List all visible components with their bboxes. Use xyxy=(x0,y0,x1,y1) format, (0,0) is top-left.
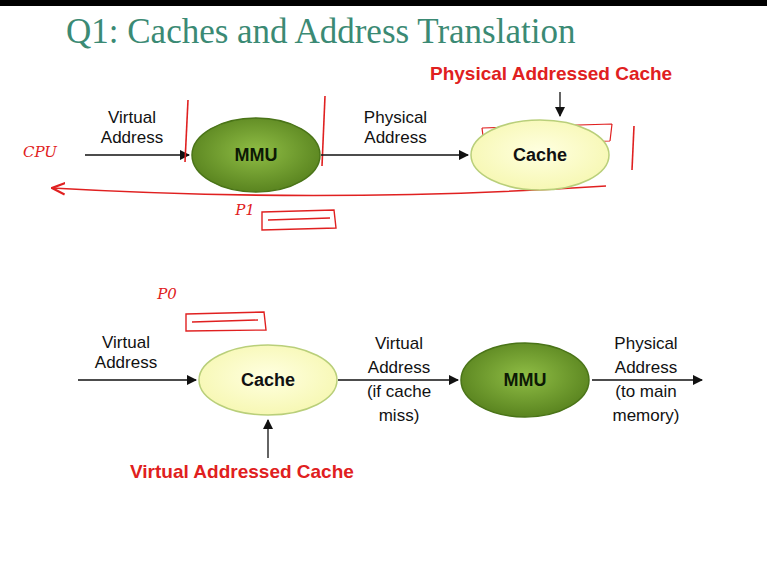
hand-annotation xyxy=(185,100,188,162)
edge-label-text: Physical Address xyxy=(364,108,427,147)
output-arrow xyxy=(592,379,702,380)
callout-title: Physical Addressed Cache xyxy=(430,64,760,84)
input-arrow xyxy=(78,379,196,380)
edge-label: Virtual Address (if cache miss) xyxy=(359,332,439,428)
cache-ellipse: Cache xyxy=(198,344,338,416)
pointer-arrow xyxy=(559,92,560,116)
connector-arrow xyxy=(321,154,468,155)
hand-note-text: P0 xyxy=(157,285,177,303)
hand-annotation xyxy=(262,210,336,230)
signal-label: Physical Address (to main memory) xyxy=(606,332,686,428)
node-label: Cache xyxy=(513,145,567,166)
signal-label-text: Virtual Address xyxy=(101,108,163,147)
ellipse-shape xyxy=(461,343,589,417)
signal-label-text: Physical Address (to main memory) xyxy=(612,334,679,425)
cache-ellipse: Cache xyxy=(470,119,610,191)
screen-border xyxy=(0,0,767,6)
mmu-ellipse: MMU xyxy=(191,117,321,193)
mmu-ellipse: MMU xyxy=(460,342,590,418)
ellipse-shape xyxy=(192,118,320,192)
node-label: Cache xyxy=(241,370,295,391)
signal-label: Virtual Address xyxy=(80,333,172,373)
hand-annotation xyxy=(186,312,266,331)
slide-title: Q1: Caches and Address Translation xyxy=(66,12,575,52)
hand-note: P1 xyxy=(228,200,262,220)
hand-note-text: CPU xyxy=(23,143,57,161)
signal-label-text: Virtual Address xyxy=(95,333,157,372)
signal-label: Virtual Address xyxy=(86,108,178,148)
callout-title-text: Virtual Addressed Cache xyxy=(130,461,354,482)
edge-label: Physical Address xyxy=(354,108,438,148)
node-label: MMU xyxy=(235,145,278,166)
hand-annotation xyxy=(632,126,634,170)
callout-title-text: Physical Addressed Cache xyxy=(430,63,672,84)
node-label: MMU xyxy=(504,370,547,391)
input-arrow xyxy=(85,154,189,155)
ellipse-shape xyxy=(199,345,337,415)
hand-note: CPU xyxy=(18,142,62,162)
hand-note: P0 xyxy=(150,284,184,304)
connector-arrow xyxy=(338,379,458,380)
callout-title: Virtual Addressed Cache xyxy=(130,462,430,482)
pointer-arrow xyxy=(267,420,268,458)
ellipse-shape xyxy=(471,120,609,190)
hand-note-text: P1 xyxy=(235,201,255,219)
edge-label-text: Virtual Address (if cache miss) xyxy=(367,334,431,425)
